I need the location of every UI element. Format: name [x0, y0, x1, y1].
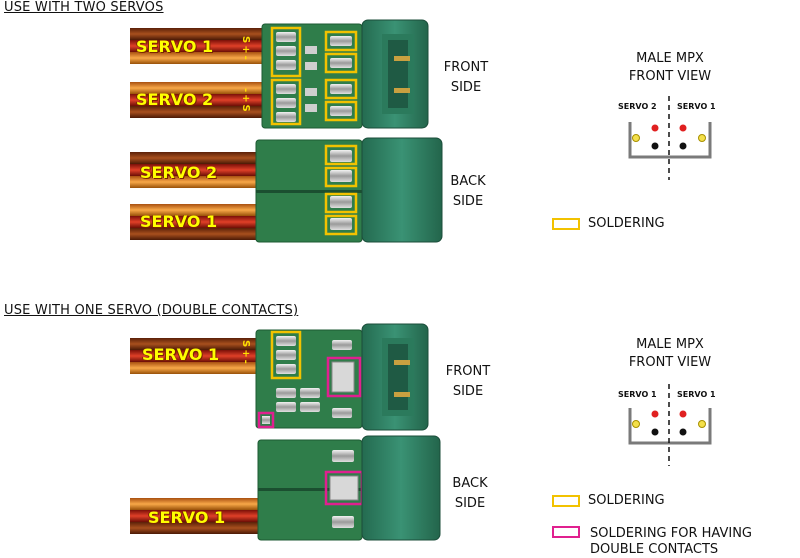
two-servos-front-soldering-marks: [270, 26, 358, 126]
front-side-line2: SIDE: [452, 384, 484, 399]
one-servo-front-side-label: FRONT SIDE: [428, 362, 508, 402]
front-side-line1: FRONT: [445, 364, 491, 379]
two-servos-front-servo-bottom-label: SERVO 2: [136, 90, 214, 109]
two-servos-front-mpx-plug: [361, 19, 429, 129]
two-servos-back-servo-top-label: SERVO 2: [140, 163, 218, 182]
one-servo-mpx-title: MALE MPX FRONT VIEW: [600, 336, 740, 372]
legend-double-line1: SOLDERING FOR HAVING: [590, 526, 752, 541]
two-servos-mpx-title: MALE MPX FRONT VIEW: [600, 50, 740, 86]
one-servo-mpx-left-label: SERVO 1: [618, 390, 657, 399]
two-servos-mpx-right-label: SERVO 1: [677, 102, 716, 111]
back-side-line2: SIDE: [454, 496, 486, 511]
back-side-line1: BACK: [450, 174, 486, 189]
two-servos-mpx-left-label: SERVO 2: [618, 102, 657, 111]
two-servos-legend-soldering-swatch: [552, 218, 580, 230]
one-servo-front-mpx-plug: [361, 323, 429, 431]
one-servo-title: USE WITH ONE SERVO (DOUBLE CONTACTS): [4, 303, 299, 318]
one-servo-back-pcb: [257, 439, 363, 541]
two-servos-front-wiring: [130, 28, 280, 118]
one-servo-front-wiring: [130, 338, 278, 374]
one-servo-legend-soldering-swatch: [552, 495, 580, 507]
one-servo-back-wiring: [130, 498, 270, 534]
two-servos-front-servo-top-label: SERVO 1: [136, 37, 214, 56]
mpx-title-line1: MALE MPX: [636, 51, 704, 66]
two-servos-back-servo-bottom-label: SERVO 1: [140, 212, 218, 231]
one-servo-mpx-front-view: [628, 384, 712, 466]
mpx-title-line1: MALE MPX: [636, 337, 704, 352]
one-servo-back-mpx-plug: [361, 435, 441, 541]
two-servos-back-pcb: [255, 139, 363, 243]
one-servo-back-servo-label: SERVO 1: [148, 508, 226, 527]
one-servo-front-servo-label: SERVO 1: [142, 345, 220, 364]
two-servos-pin-marks-top: S+-: [240, 36, 251, 62]
one-servo-pin-marks-top: S+-: [240, 340, 251, 366]
mpx-title-line2: FRONT VIEW: [628, 69, 712, 84]
legend-double-line2: DOUBLE CONTACTS: [590, 542, 719, 557]
two-servos-legend-soldering-text: SOLDERING: [588, 216, 665, 231]
two-servos-front-side-label: FRONT SIDE: [426, 58, 506, 98]
two-servos-mpx-front-view: [628, 96, 712, 180]
two-servos-pin-marks-bottom: -+S: [240, 88, 251, 114]
one-servo-legend-soldering-text: SOLDERING: [588, 493, 665, 508]
two-servos-back-wiring: [130, 152, 270, 240]
one-servo-legend-double-text: SOLDERING FOR HAVING DOUBLE CONTACTS: [590, 526, 752, 558]
mpx-title-line2: FRONT VIEW: [628, 355, 712, 370]
front-side-line1: FRONT: [443, 60, 489, 75]
back-side-line2: SIDE: [452, 194, 484, 209]
one-servo-back-side-label: BACK SIDE: [430, 474, 510, 514]
two-servos-back-soldering-marks: [324, 144, 358, 236]
two-servos-back-side-label: BACK SIDE: [428, 172, 508, 212]
two-servos-title: USE WITH TWO SERVOS: [4, 0, 164, 15]
one-servo-legend-double-swatch: [552, 526, 580, 538]
one-servo-mpx-right-label: SERVO 1: [677, 390, 716, 399]
back-side-line1: BACK: [452, 476, 488, 491]
front-side-line2: SIDE: [450, 80, 482, 95]
one-servo-front-pcb: [255, 329, 363, 429]
one-servo-front-soldering-marks: [257, 330, 362, 429]
two-servos-back-mpx-plug: [361, 137, 443, 243]
